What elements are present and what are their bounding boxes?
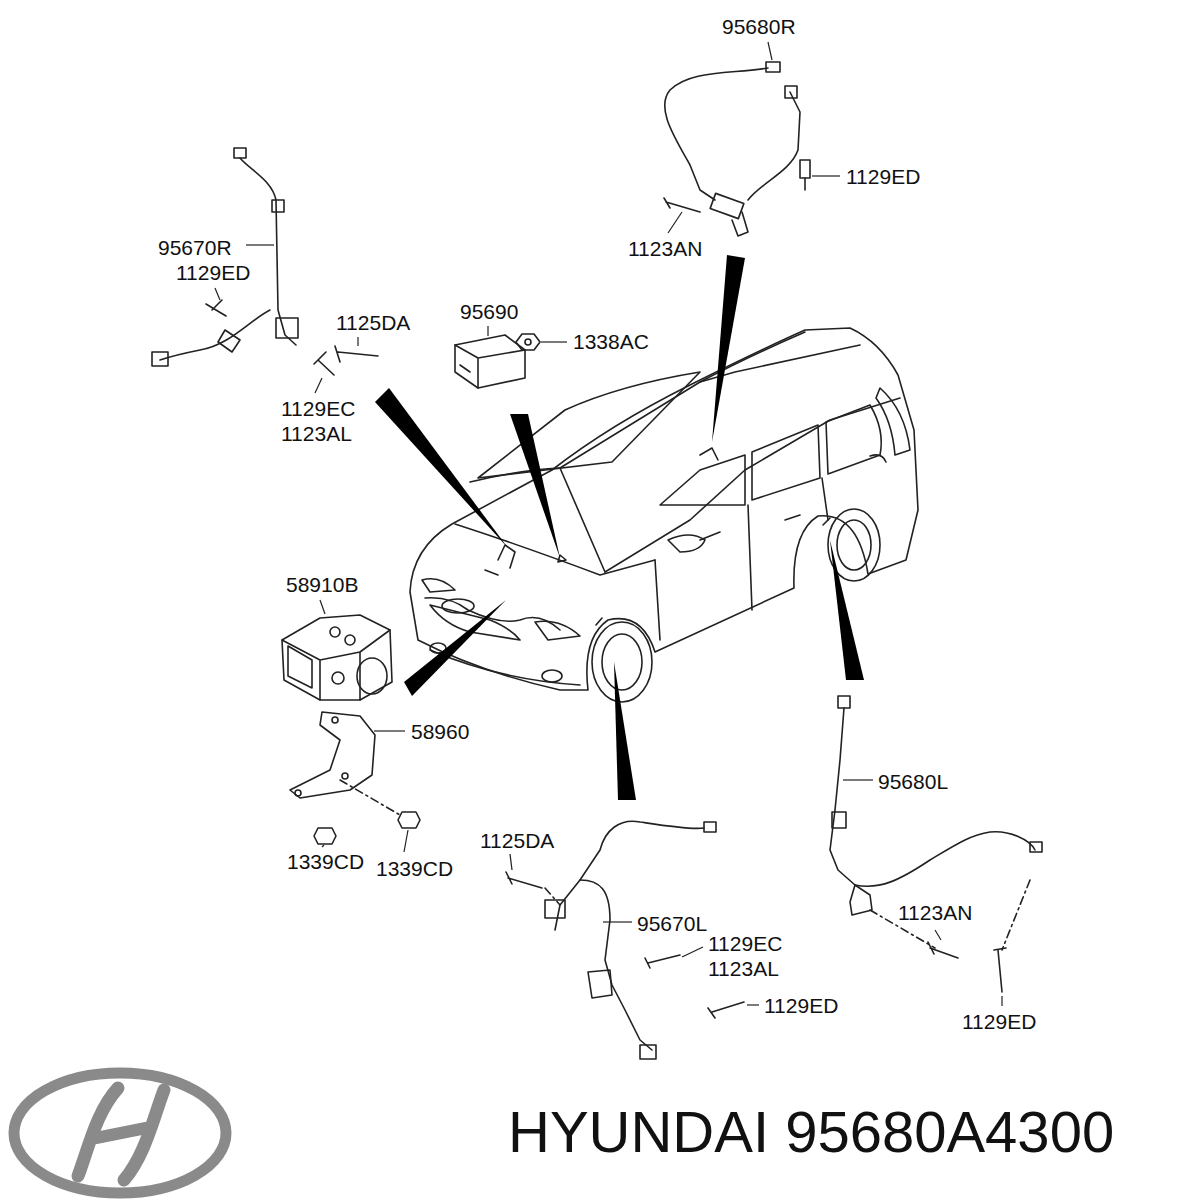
callout-number: 95670L <box>637 912 707 935</box>
callout-number: 1129ED <box>764 994 838 1017</box>
callout-number: 95690 <box>460 300 518 323</box>
leader-lines <box>215 42 1002 1006</box>
parts <box>152 62 1042 1059</box>
callout-number: 1129ED <box>846 165 920 188</box>
callout-number: 1339CD <box>287 850 364 873</box>
callout-number: 95680L <box>878 770 948 793</box>
callout-number: 1339CD <box>376 857 453 880</box>
callout-number: 1125DA <box>480 829 554 852</box>
car-outline <box>410 328 918 702</box>
callout-number: 58910B <box>286 573 358 596</box>
callout-number: 1123AN <box>898 901 972 924</box>
callout-number: 95670R <box>158 236 232 259</box>
callout-number: 1129ED <box>176 261 250 284</box>
callout-number: 1129ED <box>962 1010 1036 1033</box>
callout-number: 1338AC <box>573 330 649 353</box>
callout-number: 1129EC <box>708 932 782 955</box>
callout-number: 95680R <box>722 15 796 38</box>
pointer-wedges <box>375 255 864 800</box>
brand-logo <box>14 1073 226 1193</box>
callout-number: 1123AN <box>628 237 702 260</box>
callout-number: 58960 <box>411 720 469 743</box>
callout-number: 1125DA <box>336 311 410 334</box>
callout-number: 1123AL <box>281 422 352 445</box>
callout-number: 1123AL <box>708 957 779 980</box>
callout-number: 1129EC <box>281 397 355 420</box>
brand-part-number: HYUNDAI 95680A4300 <box>508 1103 1114 1161</box>
